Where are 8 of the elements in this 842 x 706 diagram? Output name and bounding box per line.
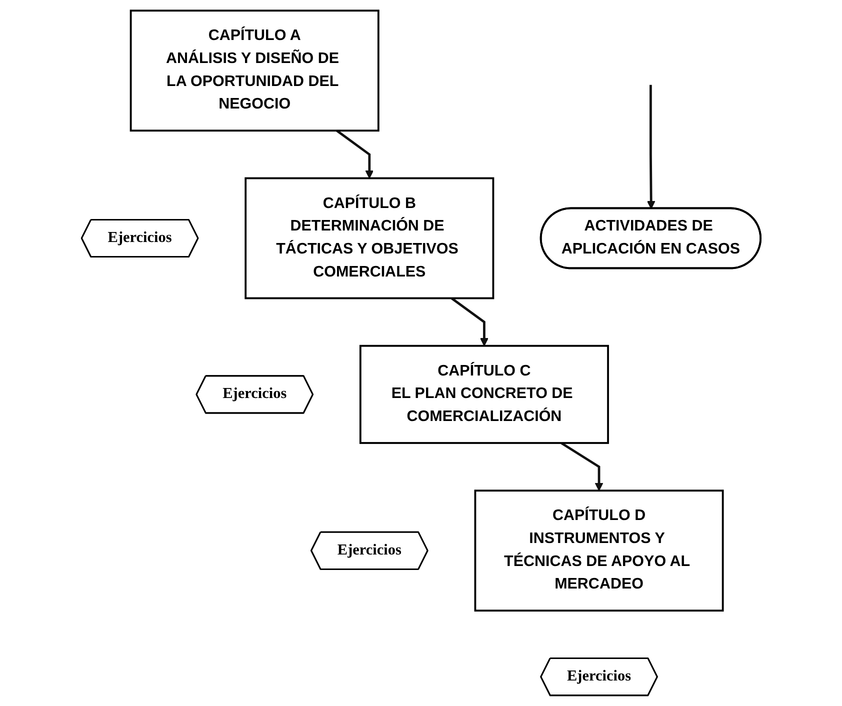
node-box: CAPÍTULO D INSTRUMENTOS Y TÉCNICAS DE APOYO AL MERCADEO (474, 490, 724, 612)
node-box: CAPÍTULO B DETERMINACIÓN DE TÁCTICAS Y OBJETIVOS COMERCIALES (244, 177, 494, 300)
arrow (336, 130, 374, 179)
arrow (450, 297, 488, 346)
arrow (560, 442, 604, 491)
node-box: CAPÍTULO A ANÁLISIS Y DISEÑO DE LA OPORTUNIDAD DEL NEGOCIO (130, 10, 380, 132)
arrow (646, 84, 656, 210)
node-box: CAPÍTULO C EL PLAN CONCRETO DE COMERCIALIZACIÓN (359, 344, 609, 444)
